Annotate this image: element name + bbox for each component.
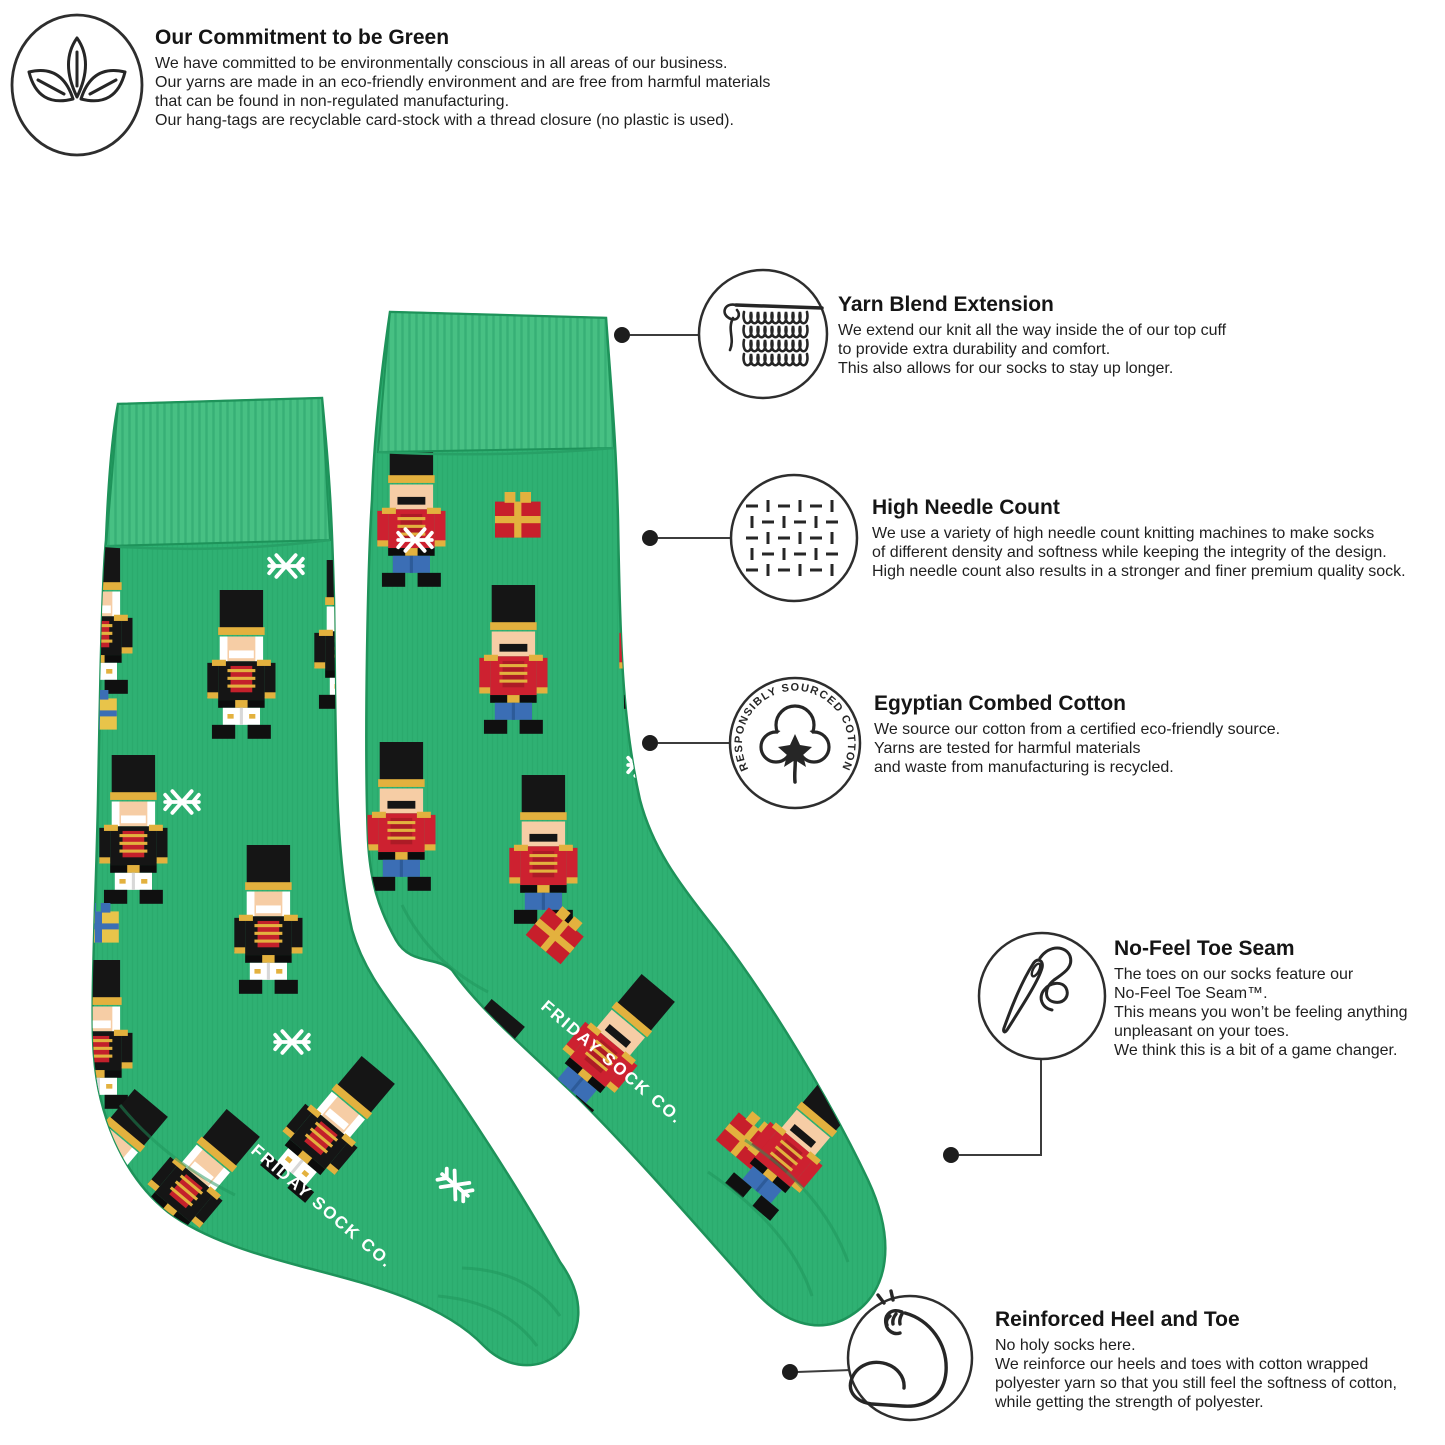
feature-needle-title: High Needle Count <box>872 496 1060 519</box>
left-sock: FRIDAY SOCK CO. <box>91 396 580 1367</box>
feature-yarn-line: We extend our knit all the way inside th… <box>838 322 1227 339</box>
callout-connectors <box>630 334 1042 1373</box>
feature-heel-line: polyester yarn so that you still feel th… <box>995 1375 1397 1392</box>
feature-needle: High Needle Count We use a variety of hi… <box>872 496 1406 581</box>
feature-cotton-line: and waste from manufacturing is recycled… <box>874 759 1174 776</box>
cotton-connector-dot <box>642 735 658 751</box>
right-sock-cuff <box>376 310 616 454</box>
feature-yarn: Yarn Blend Extension We extend our knit … <box>838 293 1226 378</box>
sewing-needle-thread-icon <box>977 931 1107 1061</box>
feature-heel: Reinforced Heel and Toe No holy socks he… <box>995 1308 1397 1412</box>
feature-commitment-line: Our yarns are made in an eco-friendly en… <box>155 74 771 91</box>
feature-cotton-line: Yarns are tested for harmful materials <box>874 740 1141 757</box>
right-sock: FRIDAY SOCK CO. <box>365 310 887 1327</box>
feature-toe-line: We think this is a bit of a game changer… <box>1114 1042 1398 1059</box>
right-sock-body <box>365 310 887 1327</box>
leaves-icon <box>10 13 144 157</box>
feature-yarn-title: Yarn Blend Extension <box>838 293 1054 316</box>
feature-commitment: Our Commitment to be Green We have commi… <box>155 26 770 130</box>
feature-cotton-title: Egyptian Combed Cotton <box>874 692 1126 715</box>
cotton-boll-icon: RESPONSIBLY SOURCED COTTON <box>728 676 862 810</box>
weave-pattern-icon <box>729 473 859 603</box>
feature-toe-title: No-Feel Toe Seam <box>1114 937 1295 960</box>
feature-commitment-title: Our Commitment to be Green <box>155 26 450 49</box>
left-sock-body <box>91 396 580 1367</box>
feature-heel-line: while getting the strength of polyester. <box>995 1394 1264 1411</box>
feature-toe-line: This means you won’t be feeling anything <box>1114 1004 1408 1021</box>
feature-cotton-line: We source our cotton from a certified ec… <box>874 721 1281 738</box>
feature-toe-line: The toes on our socks feature our <box>1114 966 1354 983</box>
feature-yarn-line: This also allows for our socks to stay u… <box>838 360 1174 377</box>
feature-toe: No-Feel Toe Seam The toes on our socks f… <box>1114 937 1408 1060</box>
feature-heel-line: We reinforce our heels and toes with cot… <box>995 1356 1369 1373</box>
feature-toe-line: No-Feel Toe Seam™. <box>1114 985 1268 1002</box>
left-sock-cuff <box>104 396 332 548</box>
feature-cotton: Egyptian Combed Cotton We source our cot… <box>874 692 1280 777</box>
feature-commitment-line: that can be found in non-regulated manuf… <box>155 93 510 110</box>
feature-commitment-line: We have committed to be environmentally … <box>155 55 728 72</box>
toe-connector-line <box>959 1058 1042 1156</box>
feature-needle-line: High needle count also results in a stro… <box>872 563 1406 580</box>
feature-needle-line: of different density and softness while … <box>872 544 1387 561</box>
yarn-connector-dot <box>614 327 630 343</box>
feature-commitment-line: Our hang-tags are recyclable card-stock … <box>155 112 734 129</box>
feature-heel-line: No holy socks here. <box>995 1337 1136 1354</box>
feature-toe-line: unpleasant on your toes. <box>1114 1023 1290 1040</box>
knit-stitches-icon <box>697 268 829 400</box>
feature-heel-title: Reinforced Heel and Toe <box>995 1308 1240 1331</box>
heel-connector-line <box>796 1369 852 1373</box>
toe-connector-dot <box>943 1147 959 1163</box>
needle-connector-dot <box>642 530 658 546</box>
nutcracker-figure <box>619 560 688 709</box>
feature-needle-line: We use a variety of high needle count kn… <box>872 525 1375 542</box>
feature-yarn-line: to provide extra durability and comfort. <box>838 341 1111 358</box>
flexed-bicep-icon <box>846 1289 974 1422</box>
heel-connector-dot <box>782 1364 798 1380</box>
callout-dots <box>614 327 959 1380</box>
